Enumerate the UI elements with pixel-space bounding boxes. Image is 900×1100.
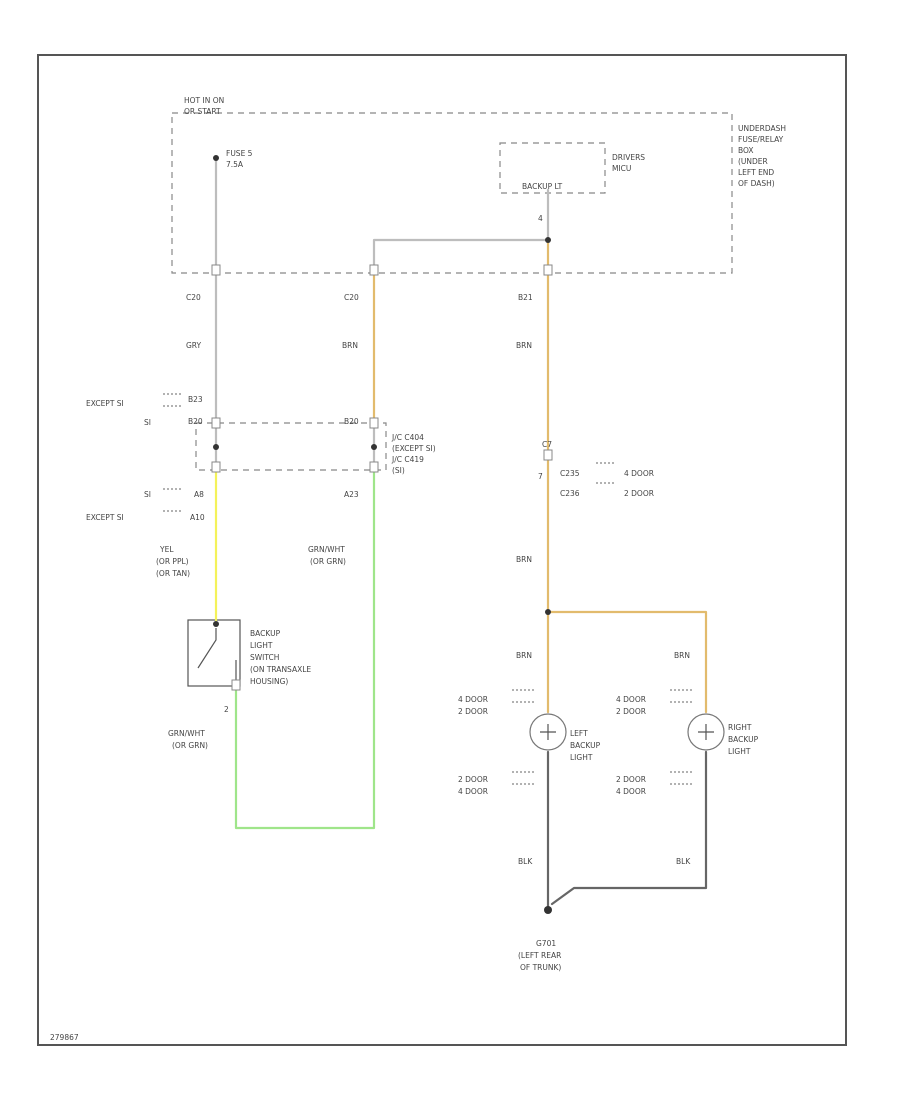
- right-lamp-door-bot-2: 4 DOOR: [616, 787, 646, 796]
- jc-label-3: J/C C419: [391, 455, 424, 464]
- right-lamp-door-top-2: 2 DOOR: [616, 707, 646, 716]
- brn-low-label: BRN: [516, 555, 532, 564]
- brn-mid-label: BRN: [342, 341, 358, 350]
- yel-label-1: YEL: [159, 545, 174, 554]
- splice-dot-micu: [545, 237, 551, 243]
- ground-label-1: G701: [536, 939, 556, 948]
- b23-label: B23: [188, 395, 203, 404]
- right-lamp-label-1: RIGHT: [728, 723, 752, 732]
- b21-label: B21: [518, 293, 533, 302]
- backup-switch-label-1: BACKUP: [250, 629, 281, 638]
- right-lamp-label-2: BACKUP: [728, 735, 759, 744]
- right-lamp-door-top-1: 4 DOOR: [616, 695, 646, 704]
- hot-label-line-1: HOT IN ON: [184, 96, 224, 105]
- fuse-label-line-2: 7.5A: [226, 160, 244, 169]
- figure-code-label: 279867: [50, 1033, 79, 1042]
- underdash-label-3: BOX: [738, 146, 754, 155]
- left-lamp-door-top-1: 4 DOOR: [458, 695, 488, 704]
- right-lamp-label-3: LIGHT: [728, 747, 751, 756]
- joint-connector-box: [195, 422, 387, 471]
- backup-switch-contact: [197, 628, 237, 680]
- b20-left-label: B20: [188, 417, 203, 426]
- backup-switch-label-2: LIGHT: [250, 641, 273, 650]
- yel-label-3: (OR TAN): [156, 569, 190, 578]
- grn-wht-2-label-2: (OR GRN): [172, 741, 208, 750]
- underdash-label-4: (UNDER: [738, 157, 768, 166]
- c20-left-label: C20: [186, 293, 201, 302]
- left-backup-light-bulb: [529, 713, 567, 751]
- pin-7-label: 7: [538, 472, 543, 481]
- wire-black-right: [550, 750, 708, 906]
- ground-label-3: OF TRUNK): [520, 963, 561, 972]
- brn-left-lamp-label: BRN: [516, 651, 532, 660]
- left-lamp-label-2: BACKUP: [570, 741, 601, 750]
- left-lamp-door-top-2: 2 DOOR: [458, 707, 488, 716]
- splice-dot-jc-mid: [371, 444, 377, 450]
- pin-4-label: 4: [538, 214, 543, 223]
- underdash-label-1: UNDERDASH: [738, 124, 786, 133]
- ground-point-g701: [544, 906, 552, 914]
- splice-dot-fuse: [213, 155, 219, 161]
- right-backup-light-bulb: [687, 713, 725, 751]
- hot-label-line-2: OR START: [184, 107, 221, 116]
- diagram-frame: [37, 54, 847, 1046]
- left-lamp-label-3: LIGHT: [570, 753, 593, 762]
- a8-label: A8: [194, 490, 204, 499]
- grn-wht-label-1: GRN/WHT: [308, 545, 345, 554]
- jc-label-4: (SI): [392, 466, 405, 475]
- splice-dot-jc-left: [213, 444, 219, 450]
- connector-markers: [211, 264, 553, 691]
- left-lamp-door-bot-1: 2 DOOR: [458, 775, 488, 784]
- underdash-label-6: OF DASH): [738, 179, 775, 188]
- option-arrows: [163, 393, 694, 785]
- yel-label-2: (OR PPL): [156, 557, 189, 566]
- si-1-label: SI: [144, 418, 151, 427]
- grn-wht-label-2: (OR GRN): [310, 557, 346, 566]
- wire-brown-branch: [546, 610, 708, 714]
- jc-label-2: (EXCEPT SI): [392, 444, 436, 453]
- blk-right-label: BLK: [676, 857, 691, 866]
- backup-light-switch-body: [187, 619, 241, 687]
- underdash-label-5: LEFT END: [738, 168, 774, 177]
- a23-label: A23: [344, 490, 359, 499]
- fuse-label-line-1: FUSE 5: [226, 149, 253, 158]
- pin-2-label: 2: [224, 705, 229, 714]
- backup-switch-label-3: SWITCH: [250, 653, 279, 662]
- right-lamp-door-bot-1: 2 DOOR: [616, 775, 646, 784]
- b20-mid-label: B20: [344, 417, 359, 426]
- backup-lt-label: BACKUP LT: [522, 182, 563, 191]
- brn-right-top-label: BRN: [516, 341, 532, 350]
- left-lamp-label-1: LEFT: [570, 729, 588, 738]
- c236-label: C236: [560, 489, 580, 498]
- c235-label: C235: [560, 469, 580, 478]
- a10-label: A10: [190, 513, 205, 522]
- door2-a-label: 2 DOOR: [624, 489, 654, 498]
- backup-switch-label-5: HOUSING): [250, 677, 288, 686]
- backup-switch-label-4: (ON TRANSAXLE: [250, 665, 311, 674]
- c7-label: C7: [542, 440, 552, 449]
- splice-dot-switch: [213, 621, 219, 627]
- c20-mid-label: C20: [344, 293, 359, 302]
- except-si-2-label: EXCEPT SI: [86, 513, 124, 522]
- ground-label-2: (LEFT REAR: [518, 951, 561, 960]
- brn-right-lamp-label: BRN: [674, 651, 690, 660]
- jc-label-1: J/C C404: [391, 433, 424, 442]
- si-2-label: SI: [144, 490, 151, 499]
- blk-left-label: BLK: [518, 857, 533, 866]
- wire-green: [234, 468, 376, 830]
- door4-a-label: 4 DOOR: [624, 469, 654, 478]
- wire-gray-micu: [372, 188, 550, 272]
- underdash-label-2: FUSE/RELAY: [738, 135, 784, 144]
- left-lamp-door-bot-2: 4 DOOR: [458, 787, 488, 796]
- drivers-label-2: MICU: [612, 164, 631, 173]
- grn-wht-2-label-1: GRN/WHT: [168, 729, 205, 738]
- splice-dot-brown: [545, 609, 551, 615]
- gry-label: GRY: [186, 341, 202, 350]
- underdash-fuse-relay-box: [171, 112, 733, 274]
- except-si-1-label: EXCEPT SI: [86, 399, 124, 408]
- drivers-label-1: DRIVERS: [612, 153, 645, 162]
